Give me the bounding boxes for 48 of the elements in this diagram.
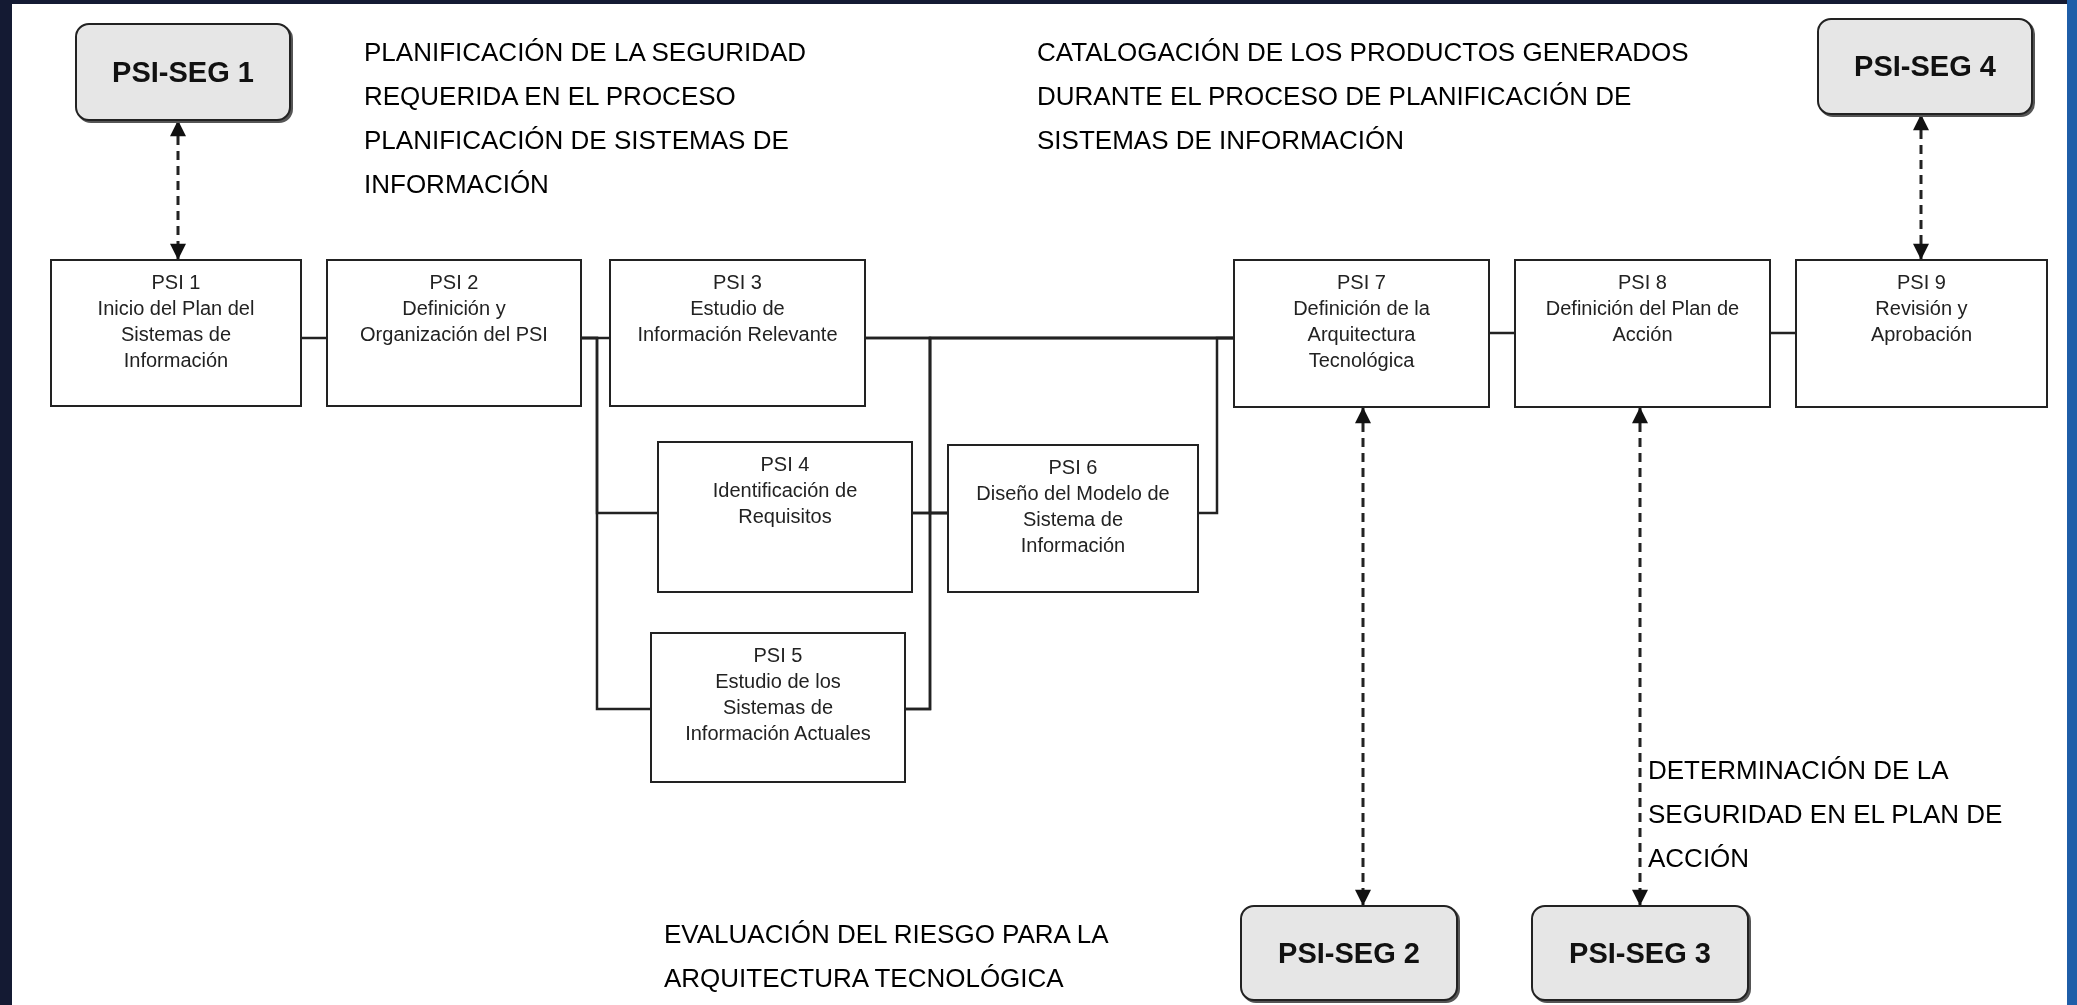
process-box	[326, 259, 582, 407]
description-text: CATALOGACIÓN DE LOS PRODUCTOS GENERADOS DURANTE EL PROCESO DE PLANIFICACIÓN DE SISTEMAS DE INFORMACIÓN	[1037, 36, 1690, 157]
process-name: Identificación de Requisitos	[711, 478, 859, 529]
process-code: PSI 2	[429, 270, 479, 295]
connector-line	[302, 336, 326, 340]
process-box	[1514, 259, 1771, 408]
process-name: Revisión y Aprobación	[1869, 296, 1974, 347]
process-name: Definición del Plan de Acción	[1544, 296, 1741, 347]
process-code: PSI 1	[151, 270, 201, 295]
activity-code: PSI-SEG 1	[112, 57, 254, 87]
security-activity-box	[1240, 905, 1458, 1001]
process-code: PSI 8	[1618, 270, 1667, 295]
process-name: Estudio de Información Relevante	[637, 296, 838, 347]
security-activity-box	[1817, 18, 2033, 115]
description-text: PLANIFICACIÓN DE LA SEGURIDAD REQUERIDA EN EL PROCESO PLANIFICACIÓN DE SISTEMAS DE INFORMACIÓN	[364, 36, 808, 201]
connector-line	[1771, 331, 1795, 335]
security-activity-box	[1531, 905, 1749, 1001]
dashed-double-arrow	[1913, 114, 1929, 260]
connector-line	[1490, 331, 1514, 335]
activity-code: PSI-SEG 3	[1569, 938, 1711, 968]
process-box	[1795, 259, 2048, 408]
connector-line	[1199, 336, 1233, 515]
process-code: PSI 4	[760, 452, 810, 477]
connector-line	[582, 336, 650, 711]
process-name: Estudio de los Sistemas de Información Actuales	[684, 669, 872, 746]
process-name: Diseño del Modelo de Sistema de Información	[975, 481, 1171, 558]
activity-code: PSI-SEG 4	[1854, 52, 1996, 81]
process-code: PSI 6	[1048, 455, 1098, 480]
security-activity-box	[75, 23, 291, 121]
process-box	[657, 441, 913, 593]
description-text: EVALUACIÓN DEL RIESGO PARA LA ARQUITECTURA TECNOLÓGICA	[664, 918, 1109, 995]
process-box	[50, 259, 302, 407]
process-code: PSI 3	[713, 270, 762, 295]
process-box	[947, 444, 1199, 593]
description-text: DETERMINACIÓN DE LA SEGURIDAD EN EL PLAN DE ACCIÓN	[1648, 754, 2004, 875]
process-box	[1233, 259, 1490, 408]
process-name: Inicio del Plan del Sistemas de Información	[96, 296, 256, 373]
process-name: Definición de la Arquitectura Tecnológica	[1292, 296, 1431, 373]
process-name: Definición y Organización del PSI	[359, 296, 549, 347]
process-code: PSI 5	[753, 643, 803, 668]
process-box	[609, 259, 866, 407]
process-code: PSI 9	[1897, 270, 1946, 295]
dashed-double-arrow	[1632, 407, 1648, 906]
process-code: PSI 7	[1337, 270, 1386, 295]
activity-code: PSI-SEG 2	[1278, 938, 1420, 968]
process-box	[650, 632, 906, 783]
dashed-double-arrow	[1355, 407, 1371, 906]
dashed-double-arrow	[170, 120, 186, 260]
